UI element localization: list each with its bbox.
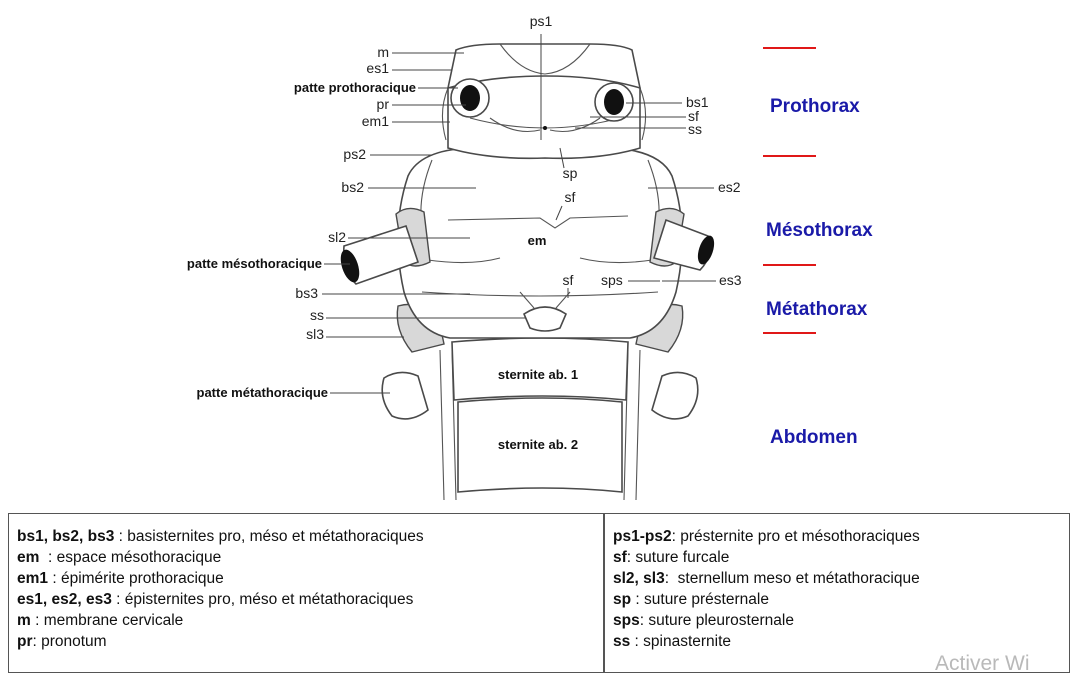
label-sternite-ab1: sternite ab. 1 <box>498 367 578 382</box>
label-sternite-ab2: sternite ab. 2 <box>498 437 578 452</box>
region-mesothorax: Mésothorax <box>766 220 873 241</box>
label-bs2: bs2 <box>341 179 364 195</box>
label-sf-low: sf <box>563 272 574 288</box>
legend-definition: : suture pleurosternale <box>640 612 794 629</box>
legend-definition: : présternite pro et mésothoraciques <box>672 528 920 545</box>
label-patte-prothoracique: patte prothoracique <box>294 80 416 95</box>
metathoracic-leg-left <box>382 372 428 418</box>
legend-definition: : membrane cervicale <box>31 612 183 629</box>
legend-right: ps1-ps2: présternite pro et mésothoraciq… <box>604 513 1070 673</box>
legend-row: sf: suture furcale <box>613 547 1069 568</box>
label-ss-low: ss <box>310 307 324 323</box>
legend-term: sl2, sl3 <box>613 570 665 587</box>
legend-term: sp <box>613 591 631 608</box>
label-m: m <box>377 44 389 60</box>
label-es1: es1 <box>366 60 389 76</box>
label-sp: sp <box>563 165 578 181</box>
legend-definition: : espace mésothoracique <box>39 549 221 566</box>
label-es3: es3 <box>719 272 742 288</box>
spinasternite-meta <box>524 307 566 331</box>
label-patte-mesothoracique: patte mésothoracique <box>187 256 322 271</box>
legend-row: sl2, sl3: sternellum meso et métathoraci… <box>613 568 1069 589</box>
legend-term: ss <box>613 633 630 650</box>
legend-row: sp : suture présternale <box>613 589 1069 610</box>
region-dividers <box>763 48 816 333</box>
region-labels: Prothorax Mésothorax Métathorax Abdomen <box>766 96 873 448</box>
legend-definition: : épisternites pro, méso et métathoraciq… <box>112 591 414 608</box>
label-sf-mid: sf <box>565 189 576 205</box>
legend-row: ps1-ps2: présternite pro et mésothoraciq… <box>613 526 1069 547</box>
legend-left: bs1, bs2, bs3 : basisternites pro, méso … <box>8 513 604 673</box>
legend-term: m <box>17 612 31 629</box>
activation-watermark: Activer Wi <box>935 652 1030 676</box>
legend-row: ss : spinasternite <box>613 631 1069 652</box>
label-ps2: ps2 <box>343 146 366 162</box>
legend-row: em1 : épimérite prothoracique <box>17 568 603 589</box>
label-bs3: bs3 <box>295 285 318 301</box>
legend-definition: : basisternites pro, méso et métathoraci… <box>114 528 423 545</box>
legend-term: sps <box>613 612 640 629</box>
legend-row: em : espace mésothoracique <box>17 547 603 568</box>
legend-row: pr: pronotum <box>17 631 603 652</box>
label-es2: es2 <box>718 179 741 195</box>
region-abdomen: Abdomen <box>770 427 858 448</box>
legend-row: sps: suture pleurosternale <box>613 610 1069 631</box>
legend-row: m : membrane cervicale <box>17 610 603 631</box>
legend-definition: : suture furcale <box>627 549 730 566</box>
prothoracic-leg-right <box>595 83 633 121</box>
legend-term: pr <box>17 633 33 650</box>
mesothoracic-leg-right <box>650 208 717 270</box>
legend-term: ps1-ps2 <box>613 528 672 545</box>
legend-row: es1, es2, es3 : épisternites pro, méso e… <box>17 589 603 610</box>
metathoracic-leg-right <box>652 372 698 418</box>
legend-definition: : suture présternale <box>631 591 769 608</box>
label-ps1: ps1 <box>530 13 553 29</box>
region-metathorax: Métathorax <box>766 299 868 320</box>
legend-term: bs1, bs2, bs3 <box>17 528 114 545</box>
legend-row: bs1, bs2, bs3 : basisternites pro, méso … <box>17 526 603 547</box>
region-prothorax: Prothorax <box>770 96 860 117</box>
label-patte-metathoracique: patte métathoracique <box>197 385 328 400</box>
thorax-diagram: ps1 m es1 patte prothoracique pr em1 bs1… <box>0 0 1075 512</box>
label-sl3: sl3 <box>306 326 324 342</box>
label-sl2: sl2 <box>328 229 346 245</box>
legend-definition: : spinasternite <box>630 633 731 650</box>
label-em: em <box>528 233 547 248</box>
legend-term: sf <box>613 549 627 566</box>
legend-term: em <box>17 549 39 566</box>
label-pr: pr <box>377 96 390 112</box>
label-em1: em1 <box>362 113 389 129</box>
label-sps: sps <box>601 272 623 288</box>
legend-definition: : sternellum meso et métathoracique <box>665 570 920 587</box>
legend-definition: : pronotum <box>33 633 107 650</box>
insect-drawing <box>337 44 717 500</box>
legend-term: em1 <box>17 570 48 587</box>
prothoracic-leg-left <box>451 79 489 117</box>
legend-definition: : épimérite prothoracique <box>48 570 224 587</box>
label-ss-top: ss <box>688 121 702 137</box>
legend-term: es1, es2, es3 <box>17 591 112 608</box>
